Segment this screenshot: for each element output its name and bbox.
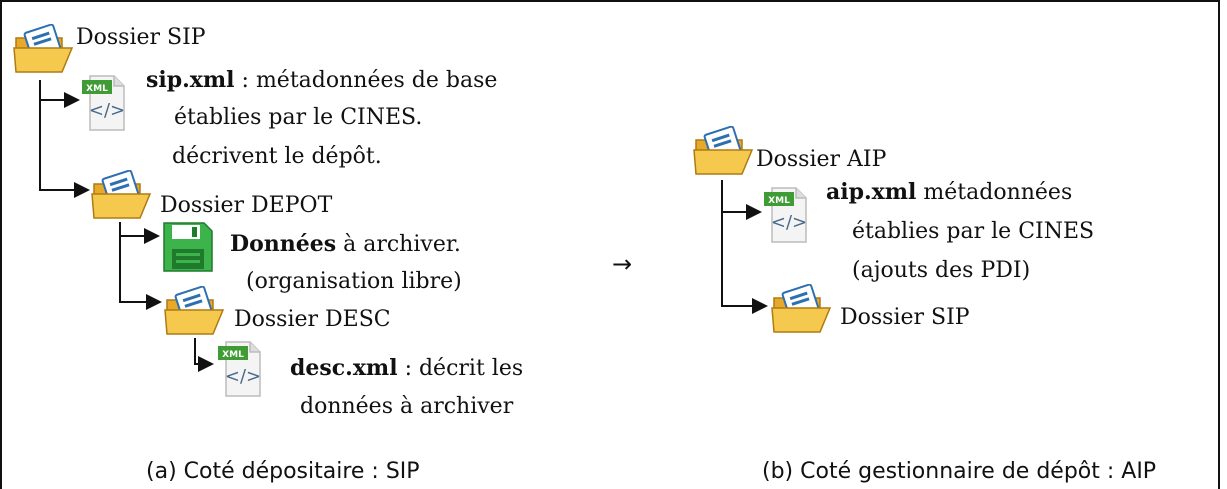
sip-xml-desc1: : métadonnées de base — [234, 68, 498, 93]
xml-file-icon: XML </> — [216, 338, 264, 402]
desc-xml-line1: desc.xml : décrit les — [290, 354, 523, 383]
aip-xml-desc1: métadonnées — [916, 180, 1073, 205]
sip-xml-filename: sip.xml — [146, 67, 235, 93]
folder-icon — [90, 169, 154, 226]
xml-file-icon: XML </> — [80, 72, 128, 136]
connector-root-to-depot — [39, 100, 90, 198]
svg-text:XML: XML — [222, 350, 244, 360]
desc-xml-filename: desc.xml — [290, 355, 398, 381]
svg-text:XML: XML — [86, 84, 108, 94]
connector-aip-to-sip — [721, 212, 768, 314]
svg-text:</>: </> — [89, 100, 125, 121]
connector-aip-to-aipxml — [721, 180, 762, 220]
folder-icon — [12, 23, 76, 80]
desc-xml-desc1: : décrit les — [397, 356, 524, 381]
transition-arrow: → — [612, 250, 633, 278]
data-name-bold: Données — [230, 231, 337, 257]
svg-text:</>: </> — [225, 366, 261, 387]
svg-text:XML: XML — [768, 196, 790, 206]
sip-xml-line1: sip.xml : métadonnées de base — [146, 66, 497, 95]
floppy-disk-icon — [162, 221, 214, 277]
desc-folder-label: Dossier DESC — [234, 307, 391, 332]
aip-folder-label: Dossier AIP — [756, 147, 887, 172]
connector-depot-to-desc — [119, 236, 162, 310]
connector-desc-to-descxml — [194, 338, 214, 372]
right-sip-folder-label: Dossier SIP — [840, 305, 970, 330]
svg-text:</>: </> — [771, 212, 807, 233]
left-caption: (a) Coté dépositaire : SIP — [146, 459, 420, 484]
aip-xml-line2: établies par le CINES — [852, 219, 1095, 244]
root-folder-label: Dossier SIP — [76, 25, 206, 50]
data-line1: Données à archiver. — [230, 230, 461, 259]
depot-folder-label: Dossier DEPOT — [160, 193, 333, 218]
xml-file-icon: XML </> — [762, 184, 810, 248]
folder-icon — [163, 285, 227, 342]
sip-xml-line2: établies par le CINES. — [174, 105, 423, 130]
aip-xml-line3: (ajouts des PDI) — [852, 258, 1031, 283]
aip-xml-filename: aip.xml — [826, 179, 917, 205]
desc-xml-line2: données à archiver — [300, 394, 514, 419]
folder-icon — [692, 125, 756, 182]
data-line2: (organisation libre) — [246, 269, 462, 294]
data-desc1: à archiver. — [336, 232, 461, 257]
connector-root-to-sip — [39, 80, 80, 108]
right-caption: (b) Coté gestionnaire de dépôt : AIP — [762, 459, 1157, 484]
sip-xml-line3: décrivent le dépôt. — [172, 144, 382, 169]
folder-icon — [770, 283, 834, 340]
aip-xml-line1: aip.xml métadonnées — [826, 178, 1072, 207]
